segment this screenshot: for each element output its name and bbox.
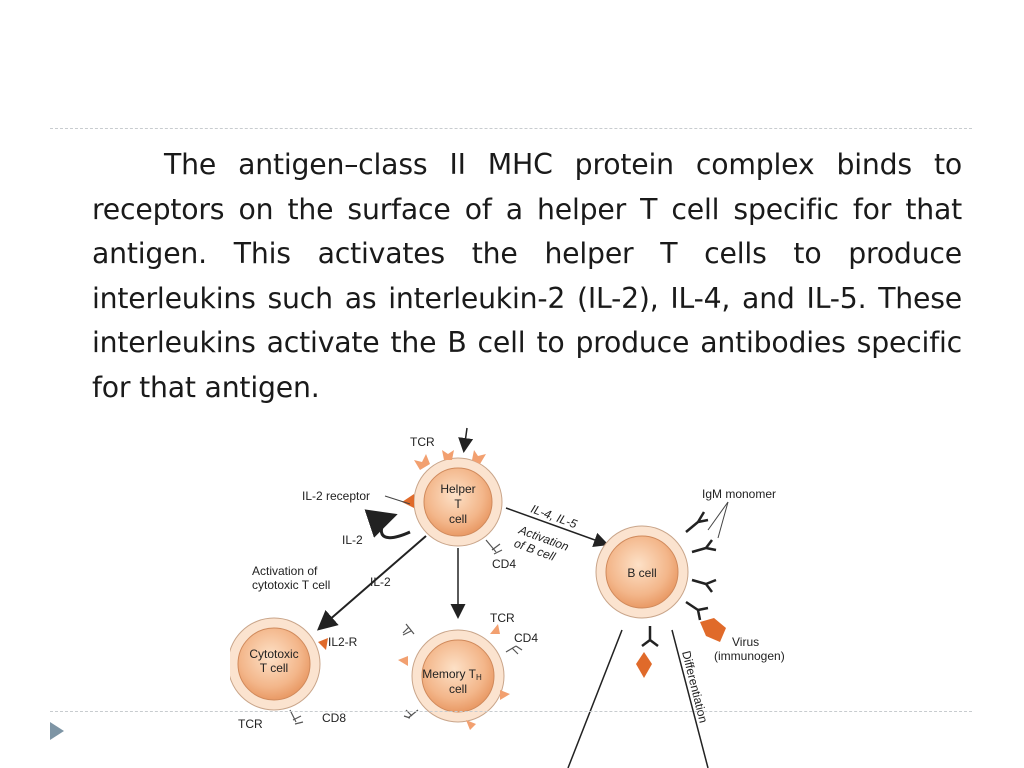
helper-to-cytotoxic-arrow [316,535,427,631]
helper-label-3: cell [449,512,467,526]
igm-pointer-2 [717,501,729,539]
activation-cyto-label-2: cytotoxic T cell [252,578,330,592]
differentiation-line-left [567,629,623,768]
virus-label-1: Virus [732,635,759,649]
virus-label-2: (immunogen) [714,649,785,663]
b-cell: B cell [595,525,689,619]
helper-t-cell: Helper T cell [402,450,503,555]
il2r-label: IL2-R [328,635,358,649]
slide-bullet-icon [50,722,64,740]
helper-to-b-arrow [505,507,609,547]
memory-main: Memory T [422,667,476,681]
antibody-drop [636,652,652,678]
igm-monomer-label: IgM monomer [702,487,776,501]
slide-body-text: The antigen–class II MHC protein complex… [92,148,962,404]
il2-receptor-pointer [384,495,411,505]
igm-antibodies [641,511,717,647]
cd4-memory-label: CD4 [514,631,538,645]
helper-label-2: T [454,497,462,511]
memory-th-cell: Memory TH cell [398,623,523,730]
il2-loop-label: IL-2 [342,533,363,547]
activation-cyto-label-1: Activation of [252,564,318,578]
differentiation-label: Differentiation [679,649,710,724]
tcr-bottom-label: TCR [238,717,263,731]
cytotoxic-label-1: Cytotoxic [249,647,298,661]
bottom-divider [50,711,972,712]
igm-pointer-1 [707,501,729,531]
helper-label-1: Helper [440,482,475,496]
memory-subscript: H [476,673,482,682]
top-divider [50,128,972,129]
cd8-label: CD8 [322,711,346,725]
il2-autocrine-arrow [364,509,411,540]
tcr-memory-label: TCR [490,611,515,625]
il4-il5-label: IL-4, IL-5 [529,502,579,532]
tcr-top-label: TCR [410,435,435,449]
memory-label-1: Memory TH [422,667,482,682]
il2-mid-label: IL-2 [370,575,391,589]
cytotoxic-t-cell: Cytotoxic T cell [230,617,328,725]
memory-label-2: cell [449,682,467,696]
b-cell-label: B cell [627,566,656,580]
cd4-helper-label: CD4 [492,557,516,571]
il4-il5-group: IL-4, IL-5 Activation of B cell [512,502,579,564]
cytotoxic-label-2: T cell [260,661,288,675]
virus-shape [700,618,726,642]
il2-receptor-label: IL-2 receptor [302,489,370,503]
immune-response-diagram: Helper T cell TCR IL-2 receptor IL-2 CD4… [230,420,840,768]
differentiation-line-right [671,629,709,768]
antigen-input-arrow [458,427,474,453]
